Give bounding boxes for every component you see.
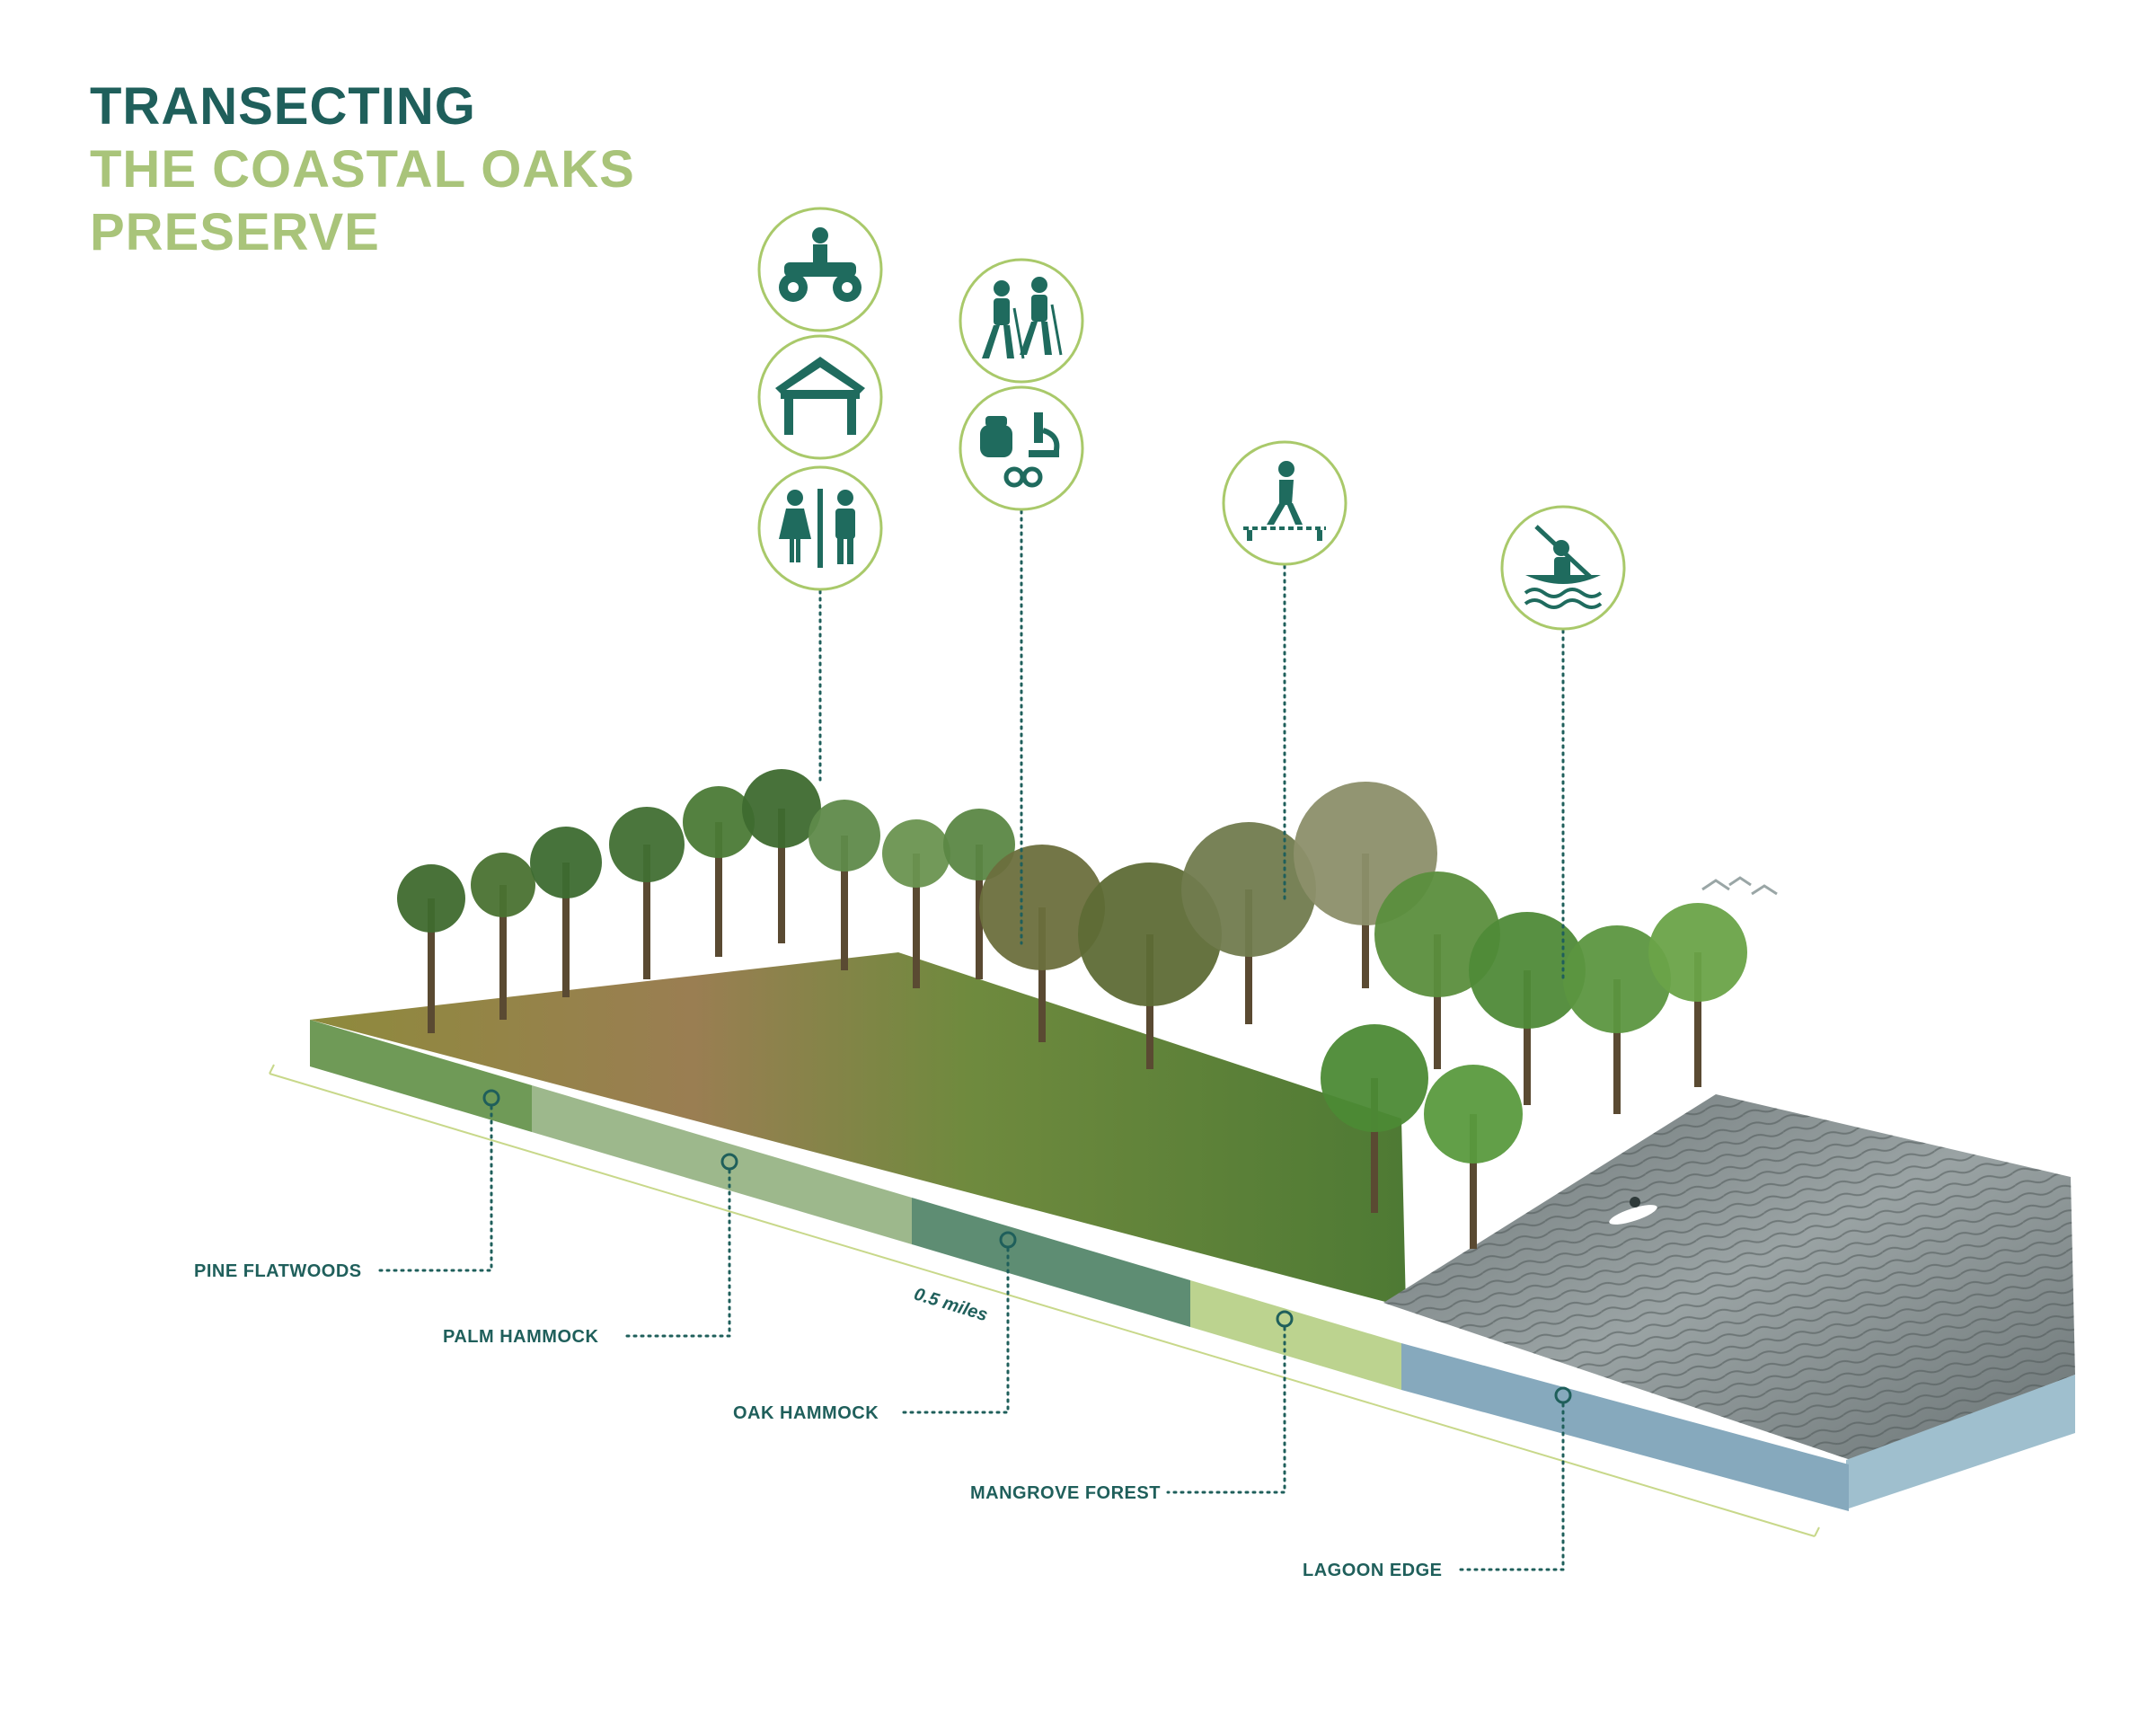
tree-trunk	[1613, 979, 1621, 1114]
tree-canopy	[1469, 912, 1586, 1029]
tree-canopy	[882, 819, 950, 888]
tree-canopy	[1648, 903, 1747, 1002]
zone-label-mangrove-forest: MANGROVE FOREST	[970, 1483, 1161, 1503]
tree-canopy	[471, 853, 535, 917]
tree-canopy	[397, 864, 465, 933]
lagoon-water-ripples	[1383, 1094, 2075, 1460]
distance-tick-left	[269, 1064, 275, 1075]
title-line-2: THE COASTAL OAKS	[90, 140, 635, 199]
tree-canopy	[808, 800, 880, 871]
tree-trunk	[976, 845, 983, 979]
nature-study-icon	[959, 385, 1084, 511]
tree-trunk	[428, 898, 435, 1033]
tree-trunk	[1470, 1114, 1477, 1249]
zone-leader-line	[897, 1247, 1010, 1414]
tree-canopy	[979, 845, 1105, 970]
tree-trunk	[562, 862, 570, 997]
tree-trunk	[1371, 1078, 1378, 1213]
tree-canopy	[1424, 1065, 1523, 1163]
tree-trunk	[841, 836, 848, 970]
kayak-icon	[1500, 505, 1626, 631]
tree-trunk	[715, 822, 722, 957]
zone-marker	[999, 1231, 1017, 1249]
zone-label-oak-hammock: OAK HAMMOCK	[733, 1403, 879, 1423]
slab-segment-mangrove-forest	[1190, 1280, 1401, 1390]
title-line-3: PRESERVE	[90, 203, 380, 261]
amenity-icons	[757, 207, 1626, 981]
tree-trunk	[643, 845, 650, 979]
zone-marker	[1554, 1386, 1572, 1404]
slab-segment-lagoon-edge	[1401, 1343, 1849, 1511]
zone-label-lagoon-edge: LAGOON EDGE	[1303, 1561, 1443, 1580]
tree-trunk	[1434, 934, 1441, 1069]
tree-canopy	[1374, 871, 1500, 997]
tree-trunk	[778, 809, 785, 943]
tree-layer	[397, 769, 1747, 1249]
zone-label-palm-hammock: PALM HAMMOCK	[443, 1327, 599, 1347]
zone-label-pine-flatwoods: PINE FLATWOODS	[194, 1261, 362, 1281]
tree-trunk	[499, 885, 507, 1020]
zone-leader-line	[620, 1169, 731, 1338]
tree-canopy	[530, 827, 602, 898]
tree-trunk	[1524, 970, 1531, 1105]
tree-canopy	[1321, 1024, 1428, 1132]
zone-marker	[482, 1089, 500, 1107]
title-line-1: TRANSECTING	[90, 77, 476, 136]
tree-trunk	[1694, 952, 1701, 1087]
restroom-icon	[757, 465, 883, 591]
tree-canopy	[742, 769, 821, 848]
zone-leader-line	[1166, 1326, 1286, 1494]
pavilion-icon	[757, 334, 883, 460]
kayaker	[1609, 1197, 1657, 1225]
tree-canopy	[609, 807, 685, 882]
zone-leader-line	[1454, 1402, 1565, 1571]
slab-segment-oak-hammock	[912, 1198, 1190, 1327]
tree-canopy	[943, 809, 1015, 880]
boardwalk-walker-icon	[1222, 440, 1348, 566]
ground-surface	[310, 952, 1406, 1307]
tree-trunk	[913, 854, 920, 988]
zone-leaders	[376, 1089, 1572, 1571]
tree-canopy	[1181, 822, 1316, 957]
atv-icon	[757, 207, 883, 332]
lagoon-side-edge	[1846, 1375, 2075, 1509]
birds	[1701, 876, 1778, 896]
zone-marker	[1276, 1310, 1294, 1328]
distance-tick-right	[1814, 1526, 1820, 1537]
zone-marker	[720, 1153, 738, 1171]
tree-trunk	[1038, 907, 1046, 1042]
zone-leader-line	[376, 1105, 493, 1272]
slab-segment-pine-flatwoods	[310, 1020, 532, 1132]
hikers-icon	[959, 258, 1084, 384]
distance-line	[269, 1073, 1816, 1537]
tree-canopy	[1563, 925, 1671, 1033]
tree-canopy	[683, 786, 755, 858]
